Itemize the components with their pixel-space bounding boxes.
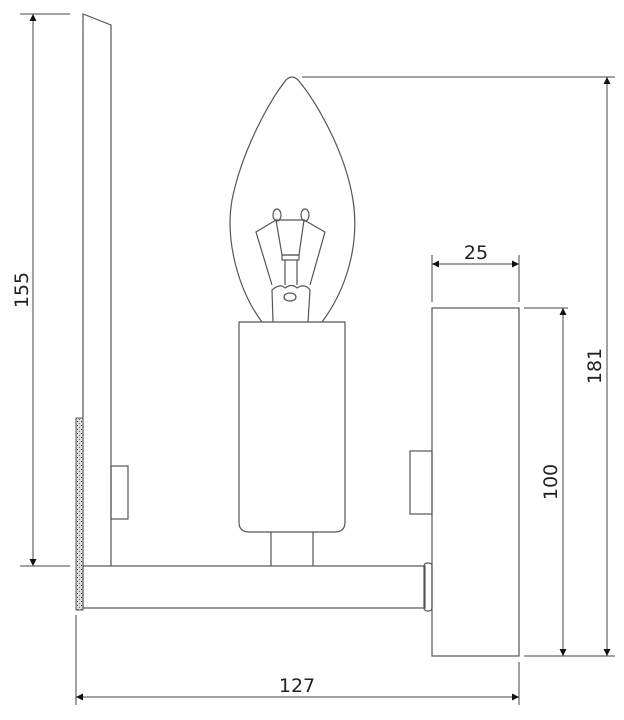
dimension-155-label: 155 [11,272,33,308]
candle-holder [238,321,346,533]
filament-icon [255,208,326,323]
arm [82,565,426,609]
backplate-bracket [409,450,433,515]
textured-strip [75,417,84,611]
dimension-25: 25 [431,242,520,302]
dimension-127: 127 [75,615,520,705]
bulb-icon [229,76,356,323]
dimension-25-label: 25 [464,242,488,264]
dimension-181: 181 [302,76,615,657]
holder-stem [270,532,314,566]
dimension-127-label: 127 [279,675,315,697]
wall-panel [82,13,112,566]
backplate [431,307,520,657]
panel-bracket [110,465,129,520]
dimension-181-label: 181 [584,348,606,384]
dimension-100-label: 100 [540,464,562,500]
dimension-155: 155 [11,13,70,567]
dimension-100: 100 [524,307,568,656]
